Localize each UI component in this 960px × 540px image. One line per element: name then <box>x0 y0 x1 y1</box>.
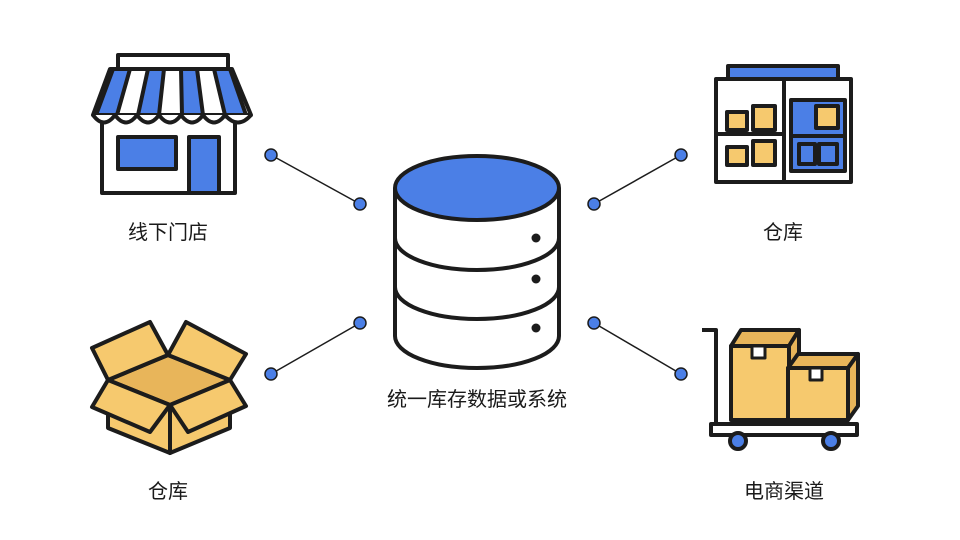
ecommerce-label: 电商渠道 <box>744 479 824 503</box>
connector-dots <box>264 148 688 381</box>
connector-warehouse-right <box>593 154 682 205</box>
connector-ecommerce <box>593 322 682 375</box>
warehouse-left-label: 仓库 <box>148 479 188 503</box>
connector-warehouse-left <box>270 322 361 375</box>
open-box-icon <box>90 320 248 455</box>
warehouse-shelf-icon <box>714 64 853 184</box>
connector-dot <box>264 148 278 162</box>
connector-dot <box>353 197 367 211</box>
database-icon <box>393 154 561 370</box>
connector-dot <box>587 197 601 211</box>
offline-store-label: 线下门店 <box>128 220 208 244</box>
connector-dot <box>674 367 688 381</box>
connector-dot <box>587 316 601 330</box>
connector-dot <box>264 367 278 381</box>
connector-dot <box>353 316 367 330</box>
center-label: 统一库存数据或系统 <box>387 387 567 411</box>
connector-store <box>270 154 361 205</box>
hand-truck-icon <box>702 328 860 451</box>
connector-dot <box>674 148 688 162</box>
connectors <box>270 154 682 375</box>
storefront-icon <box>91 53 253 195</box>
warehouse-right-label: 仓库 <box>763 220 803 244</box>
